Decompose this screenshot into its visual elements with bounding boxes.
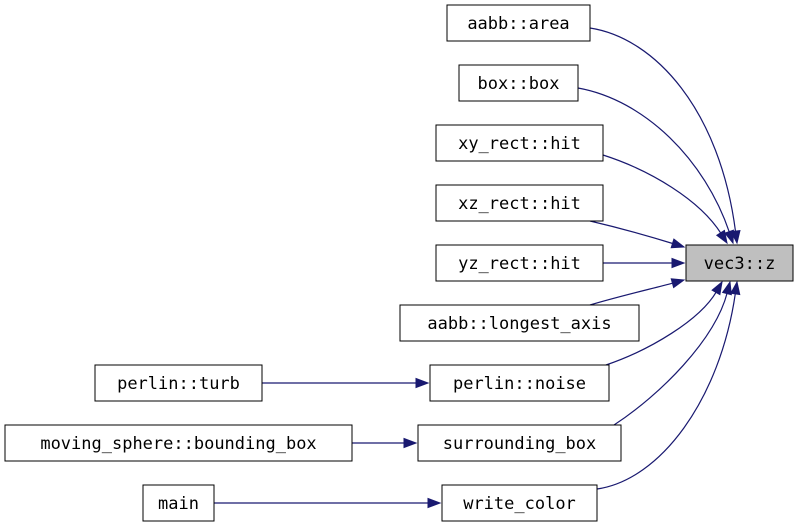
node-box-box[interactable]: box::box — [458, 64, 579, 102]
node-aabb-longest-axis[interactable]: aabb::longest_axis — [399, 304, 640, 342]
edge-line — [596, 292, 737, 490]
node-moving-sphere-bounding-box[interactable]: moving_sphere::bounding_box — [4, 424, 353, 462]
node-label: perlin::noise — [453, 374, 586, 394]
node-label: main — [158, 494, 199, 514]
node-box[interactable] — [435, 124, 604, 162]
node-box[interactable] — [4, 424, 353, 462]
node-box[interactable] — [417, 424, 622, 462]
edge-perlin_turb-to-perlin_noise — [262, 377, 430, 389]
edge-line — [602, 154, 722, 235]
node-label: box::box — [478, 74, 560, 94]
edges-layer — [214, 27, 741, 509]
edge-aabb_longest_axis-to-vec3_z — [589, 278, 686, 306]
node-xz-rect-hit[interactable]: xz_rect::hit — [435, 184, 604, 222]
edge-xy_rect_hit-to-vec3_z — [602, 154, 728, 245]
edge-perlin_noise-to-vec3_z — [605, 280, 723, 366]
node-label: surrounding_box — [443, 434, 597, 454]
node-box[interactable] — [142, 484, 215, 522]
node-label: xy_rect::hit — [458, 134, 581, 154]
node-box[interactable] — [429, 364, 610, 402]
node-box[interactable] — [399, 304, 640, 342]
node-label: aabb::area — [467, 14, 569, 34]
edge-surrounding_box-to-vec3_z — [613, 280, 732, 426]
edge-box_box-to-vec3_z — [577, 87, 734, 245]
node-box[interactable] — [441, 484, 598, 522]
edge-arrowhead — [403, 437, 418, 449]
node-yz-rect-hit[interactable]: yz_rect::hit — [435, 244, 604, 282]
node-perlin-turb[interactable]: perlin::turb — [94, 364, 263, 402]
edge-arrowhead — [730, 280, 741, 296]
node-write-color[interactable]: write_color — [441, 484, 598, 522]
edge-arrowhead — [715, 229, 728, 245]
edge-arrowhead — [427, 497, 442, 509]
node-box[interactable] — [446, 4, 591, 42]
node-vec3-z[interactable]: vec3::z — [685, 244, 794, 282]
node-label: xz_rect::hit — [458, 194, 581, 214]
edge-arrowhead — [670, 238, 686, 249]
node-box[interactable] — [94, 364, 263, 402]
edge-line — [613, 292, 728, 426]
edge-line — [605, 291, 718, 366]
node-box[interactable] — [685, 244, 794, 282]
node-label: yz_rect::hit — [458, 254, 581, 274]
edge-arrowhead — [671, 257, 686, 269]
node-aabb-area[interactable]: aabb::area — [446, 4, 591, 42]
node-label: vec3::z — [704, 254, 776, 274]
edge-yz_rect_hit-to-vec3_z — [603, 257, 686, 269]
edge-line — [589, 220, 674, 245]
node-label: perlin::turb — [117, 374, 240, 394]
node-label: moving_sphere::bounding_box — [40, 434, 316, 454]
edge-write_color-to-vec3_z — [596, 280, 741, 490]
node-box[interactable] — [458, 64, 579, 102]
edge-line — [577, 87, 731, 233]
edge-arrowhead — [670, 278, 686, 289]
node-label: write_color — [463, 494, 576, 514]
edge-moving_sphere_bounding_box-to-surrounding_box — [352, 437, 418, 449]
node-xy-rect-hit[interactable]: xy_rect::hit — [435, 124, 604, 162]
edge-xz_rect_hit-to-vec3_z — [589, 220, 686, 249]
nodes-layer: vec3::z aabb::areabox::boxxy_rect::hitxz_… — [4, 4, 794, 522]
edge-arrowhead — [724, 229, 734, 245]
edge-aabb_area-to-vec3_z — [589, 27, 741, 245]
node-perlin-noise[interactable]: perlin::noise — [429, 364, 610, 402]
edge-arrowhead — [711, 280, 723, 296]
node-main[interactable]: main — [142, 484, 215, 522]
edge-line — [589, 282, 674, 306]
edge-line — [589, 27, 737, 233]
edge-arrowhead — [721, 280, 732, 296]
node-label: aabb::longest_axis — [427, 314, 611, 334]
node-surrounding-box[interactable]: surrounding_box — [417, 424, 622, 462]
node-box[interactable] — [435, 244, 604, 282]
edge-main-to-write_color — [214, 497, 442, 509]
edge-arrowhead — [415, 377, 430, 389]
node-box[interactable] — [435, 184, 604, 222]
